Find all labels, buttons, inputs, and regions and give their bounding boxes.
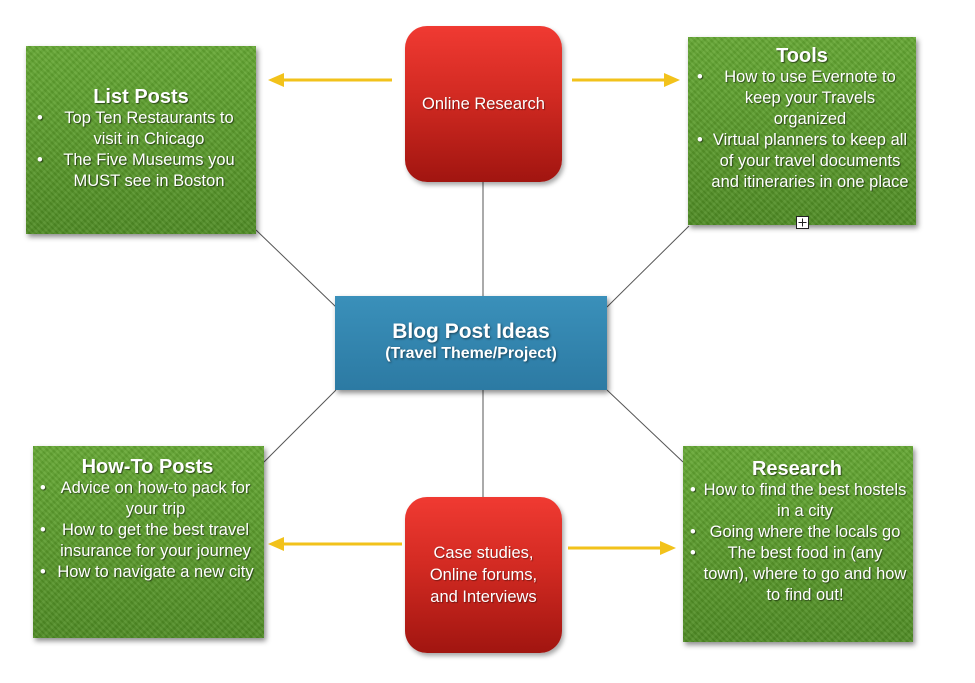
case-studies-node: Case studies, Online forums, and Intervi… [405, 497, 562, 653]
list-item: How to navigate a new city [37, 562, 258, 583]
list-item: Top Ten Restaurants to visit in Chicago [34, 108, 248, 150]
case-studies-line-2: Online forums, [429, 566, 538, 584]
arrow-to-research [568, 541, 676, 555]
connector-research [606, 389, 684, 463]
tools-items: How to use Evernote to keep your Travels… [694, 67, 910, 193]
how-to-posts-items: Advice on how-to pack for your trip How … [37, 478, 258, 583]
arrow-to-how-to-posts [268, 537, 402, 551]
expand-plus-icon[interactable] [796, 216, 809, 229]
online-research-label: Online Research [422, 95, 545, 113]
list-item: How to use Evernote to keep your Travels… [694, 67, 910, 130]
connector-tools [606, 225, 690, 308]
tools-box: Tools How to use Evernote to keep your T… [688, 37, 916, 225]
center-subtitle: (Travel Theme/Project) [385, 345, 557, 362]
center-title: Blog Post Ideas [392, 320, 550, 343]
research-title: Research [751, 458, 843, 480]
list-item: How to find the best hostels in a city [687, 480, 907, 522]
connector-how-to-posts [263, 389, 337, 463]
center-topic-box: Blog Post Ideas (Travel Theme/Project) [335, 296, 607, 390]
list-item: The best food in (any town), where to go… [687, 543, 907, 606]
list-item: How to get the best travel insurance for… [37, 520, 258, 562]
online-research-node: Online Research [405, 26, 562, 182]
list-posts-box: List Posts Top Ten Restaurants to visit … [26, 46, 256, 234]
list-item: Advice on how-to pack for your trip [37, 478, 258, 520]
list-item: Virtual planners to keep all of your tra… [694, 130, 910, 193]
arrow-to-list-posts [268, 73, 392, 87]
research-items: How to find the best hostels in a city G… [687, 480, 907, 606]
case-studies-line-3: and Interviews [430, 588, 537, 606]
tools-title: Tools [776, 45, 828, 67]
list-posts-title: List Posts [93, 86, 189, 108]
research-box: Research How to find the best hostels in… [683, 446, 913, 642]
arrow-to-tools [572, 73, 680, 87]
how-to-posts-box: How-To Posts Advice on how-to pack for y… [33, 446, 264, 638]
list-posts-items: Top Ten Restaurants to visit in Chicago … [34, 108, 248, 192]
list-item: Going where the locals go [687, 522, 907, 543]
list-item: The Five Museums you MUST see in Boston [34, 150, 248, 192]
connector-list-posts [255, 229, 337, 308]
how-to-posts-title: How-To Posts [81, 456, 214, 478]
case-studies-line-1: Case studies, [433, 544, 534, 562]
